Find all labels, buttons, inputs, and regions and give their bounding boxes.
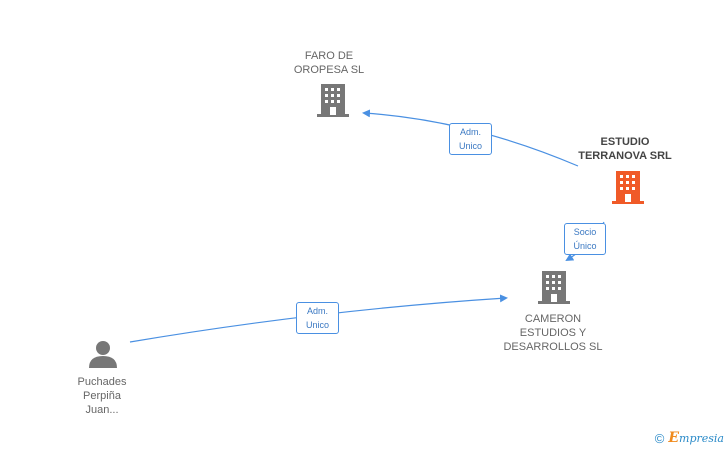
node-label-estudio[interactable]: ESTUDIO TERRANOVA SRL xyxy=(578,136,672,162)
edge-badge-estudio-cameron: Socio Único xyxy=(564,223,606,255)
node-label-puchades[interactable]: Puchades Perpiña Juan... xyxy=(77,376,127,416)
building-icon-cameron[interactable] xyxy=(538,271,570,304)
edge-badge-estudio-faro: Adm. Unico xyxy=(449,123,492,155)
edge-badge-puchades-cameron: Adm. Unico xyxy=(296,302,339,334)
node-label-faro[interactable]: FARO DE OROPESA SL xyxy=(293,50,365,76)
copyright-icon: © xyxy=(654,430,665,446)
footer-brand: © Empresia xyxy=(655,430,724,446)
building-icon-estudio[interactable] xyxy=(612,171,644,204)
person-icon-puchades[interactable] xyxy=(89,341,117,368)
empresia-logo[interactable]: Empresia xyxy=(668,430,724,446)
node-label-cameron[interactable]: CAMERON ESTUDIOS Y DESARROLLOS SL xyxy=(503,313,603,353)
building-icon-faro[interactable] xyxy=(317,84,349,117)
